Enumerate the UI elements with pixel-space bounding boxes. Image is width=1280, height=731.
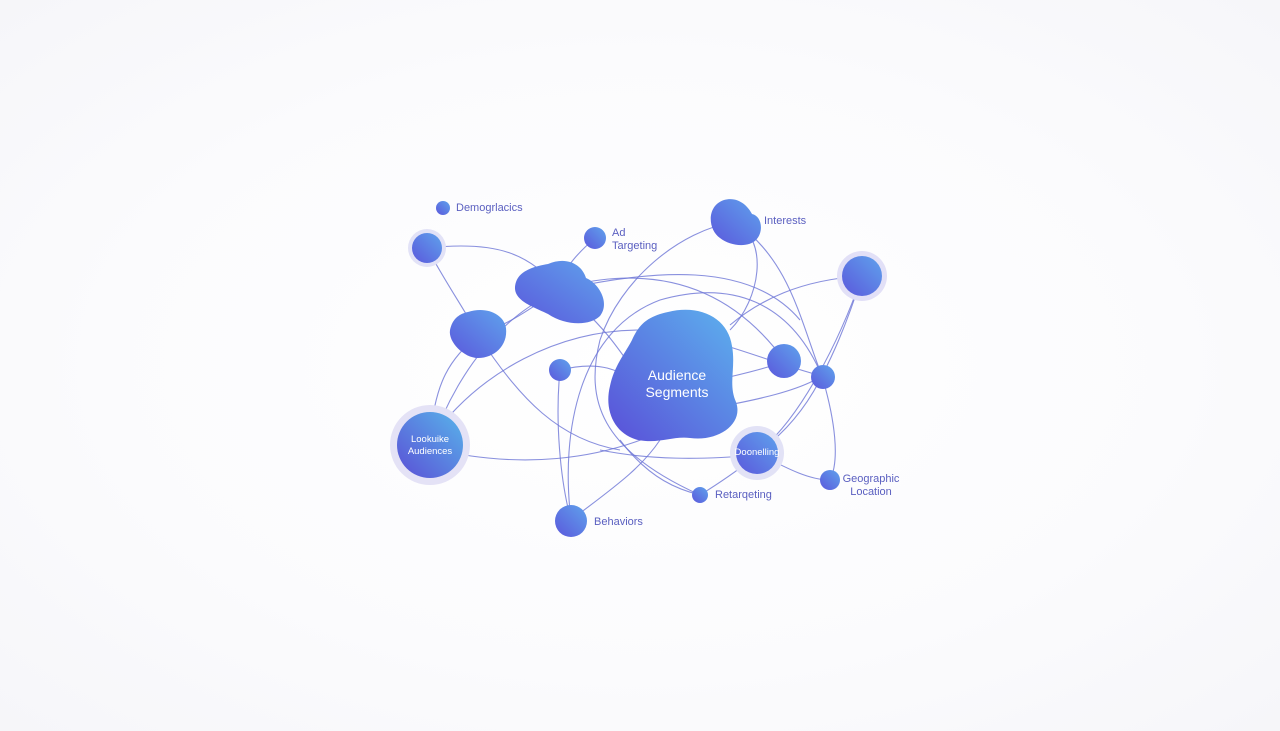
retargeting-node xyxy=(692,487,708,503)
node xyxy=(412,233,442,263)
blob-node xyxy=(449,309,507,358)
hub-label-line2: Segments xyxy=(645,384,709,400)
hub-label-line1: Audience xyxy=(647,367,707,383)
node xyxy=(549,359,571,381)
edge xyxy=(567,292,823,521)
geographic-label-line1: Geographic xyxy=(842,473,900,485)
edge xyxy=(557,369,572,521)
lookalike-label-line2: Audiences xyxy=(407,446,453,457)
audience-segments-hub xyxy=(608,309,738,442)
edge xyxy=(429,277,785,449)
donelling-label: Doonelling xyxy=(734,447,780,458)
demographics-label: Demogrlacics xyxy=(456,202,523,214)
edge xyxy=(570,439,661,521)
ad-targeting-label-line1: Ad xyxy=(612,227,626,239)
blob-node xyxy=(710,199,761,246)
ad-targeting-node xyxy=(584,227,606,249)
ad-targeting-label: Ad Targeting xyxy=(612,227,657,253)
edge xyxy=(821,375,836,481)
lookalike-node xyxy=(397,412,463,478)
edge xyxy=(619,439,701,496)
blob-node xyxy=(514,260,605,324)
ad-targeting-label-line2: Targeting xyxy=(612,240,658,252)
geographic-node xyxy=(820,470,840,490)
node xyxy=(767,344,801,378)
hub-label: Audience Segments xyxy=(630,367,724,401)
behaviors-label: Behaviors xyxy=(594,516,643,528)
node xyxy=(842,256,882,296)
nodes xyxy=(397,199,882,537)
interests-label: Interests xyxy=(764,215,807,227)
edge xyxy=(559,274,801,321)
demographics-node xyxy=(436,201,450,215)
donelling-node xyxy=(736,432,778,474)
geographic-label: Geographic Location xyxy=(840,473,902,499)
node xyxy=(811,365,835,389)
retargeting-label: Retarqeting xyxy=(715,489,772,501)
behaviors-node xyxy=(555,505,587,537)
edge xyxy=(477,334,621,451)
lookalike-label-line1: Lookuike xyxy=(410,434,450,445)
geographic-label-line2: Location xyxy=(850,486,892,498)
lookalike-label: Lookuike Audiences xyxy=(398,434,462,458)
